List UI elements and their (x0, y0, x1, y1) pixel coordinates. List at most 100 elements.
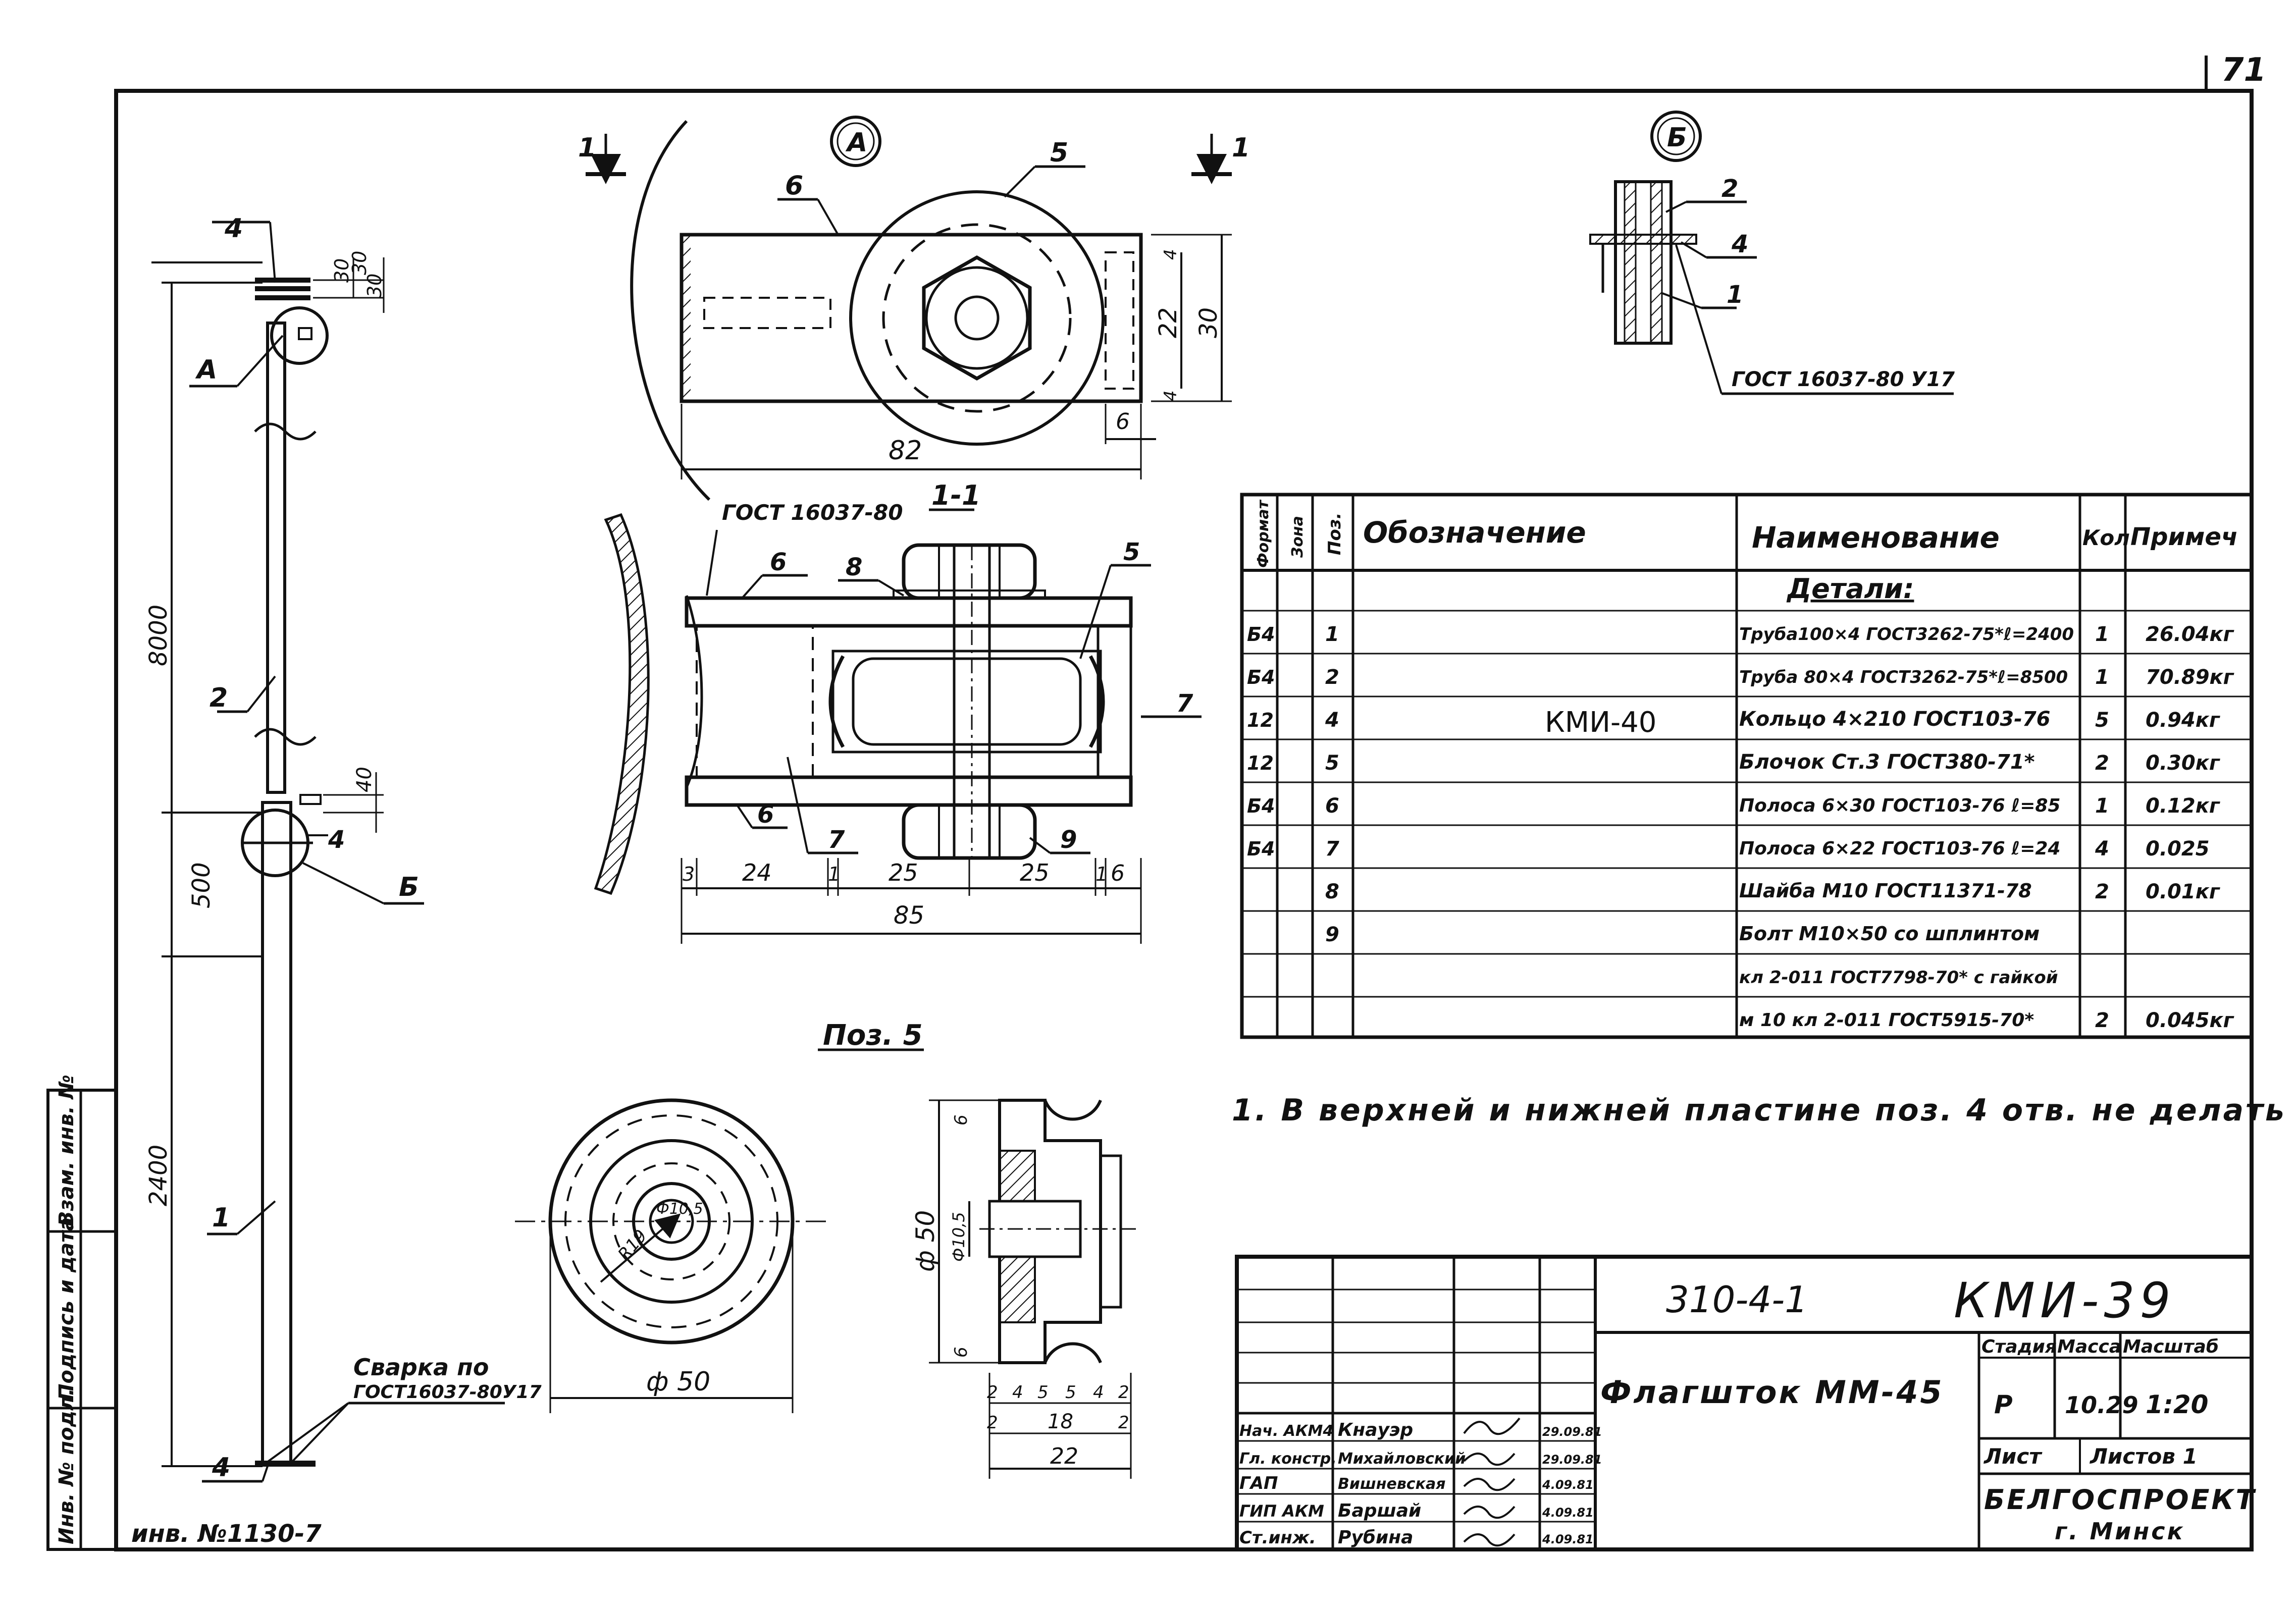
view-b-label: Б (1667, 123, 1687, 153)
svg-text:Кнауэр: Кнауэр (1338, 1420, 1413, 1440)
svg-text:0.94кг: 0.94кг (2146, 709, 2220, 732)
svg-text:ГАП: ГАП (1239, 1473, 1278, 1493)
vb-callout-1: 1 (1727, 281, 1743, 309)
section-mark-left: 1 (578, 133, 596, 163)
view-a-callout-5: 5 (1050, 138, 1068, 168)
tb-series: 310-4-1 (1666, 1278, 1808, 1321)
dim-phi50: ф 50 (646, 1367, 710, 1397)
table-row: Б4 2 Труба 80×4 ГОСТ3262-75*ℓ=8500 1 70.… (1247, 666, 2234, 689)
gost-weld-b: ГОСТ 16037-80 У17 (1732, 368, 1955, 391)
hdr-name: Наименование (1752, 520, 2000, 555)
svg-text:Шайба М10 ГОСТ11371-78: Шайба М10 ГОСТ11371-78 (1739, 880, 2032, 902)
dim-3: 3 (683, 863, 695, 885)
table-row: Б4 7 Полоса 6×22 ГОСТ103-76 ℓ=24 4 0.025 (1247, 837, 2210, 861)
callout-1: 1 (212, 1203, 230, 1233)
dim-25a: 25 (889, 859, 918, 886)
section-title: 1-1 (931, 479, 981, 511)
dim-2b: 2 (1118, 1382, 1129, 1403)
svg-text:2: 2 (2095, 1009, 2109, 1032)
svg-text:5: 5 (2095, 709, 2109, 732)
svg-text:4.09.81: 4.09.81 (1542, 1532, 1594, 1546)
dim-30a: 30 (331, 258, 353, 283)
table-row: 12 5 Блочок Ст.3 ГОСТ380-71* 2 0.30кг (1247, 750, 2220, 775)
svg-text:5: 5 (1325, 752, 1339, 775)
dim-2400: 2400 (144, 1145, 173, 1206)
tb-stage-h: Стадия (1981, 1336, 2057, 1357)
svg-text:4: 4 (1325, 709, 1339, 732)
dim-4a: 4 (1161, 249, 1181, 260)
gost-section: ГОСТ 16037-80 (722, 500, 903, 525)
flagpole-elevation (151, 221, 505, 1483)
svg-text:ГИП АКМ: ГИП АКМ (1239, 1501, 1324, 1521)
dim-phi105: Ф10,5 (656, 1200, 703, 1218)
dim-4d: 4 (1093, 1382, 1104, 1403)
svg-text:12: 12 (1247, 709, 1274, 731)
tb-scale-h: Масштаб (2123, 1336, 2219, 1357)
table-row: 8 Шайба М10 ГОСТ11371-78 2 0.01кг (1325, 880, 2220, 903)
view-b (1589, 111, 1954, 395)
svg-text:Болт М10×50 со шплинтом: Болт М10×50 со шплинтом (1739, 923, 2040, 945)
svg-text:Б4: Б4 (1247, 838, 1275, 860)
dim-30b: 30 (348, 251, 371, 275)
svg-text:7: 7 (1325, 837, 1339, 861)
svg-text:4.09.81: 4.09.81 (1542, 1506, 1594, 1520)
hdr-note: Примеч (2130, 523, 2238, 551)
svg-text:Б4: Б4 (1247, 795, 1275, 817)
svg-text:8: 8 (1325, 880, 1339, 903)
svg-text:м 10 кл 2-011 ГОСТ5915-70*: м 10 кл 2-011 ГОСТ5915-70* (1739, 1010, 2034, 1031)
dim-4b: 4 (1161, 390, 1181, 401)
dim-1: 1 (828, 863, 840, 885)
svg-text:26.04кг: 26.04кг (2146, 623, 2234, 646)
hdr-format: Формат (1255, 499, 1272, 568)
svg-text:Труба100×4 ГОСТ3262-75*ℓ=2400: Труба100×4 ГОСТ3262-75*ℓ=2400 (1739, 624, 2074, 645)
svg-text:70.89кг: 70.89кг (2146, 666, 2234, 689)
svg-text:Б4: Б4 (1247, 623, 1275, 646)
svg-text:12: 12 (1247, 752, 1274, 774)
dim-6: 6 (1116, 409, 1130, 435)
svg-text:2: 2 (1325, 666, 1339, 689)
tb-title: Флагшток ММ-45 (1600, 1374, 1944, 1411)
list-item: ГИП АКМ Баршай 4.09.81 (1239, 1500, 1594, 1521)
dim-6-side-top: 6 (951, 1114, 971, 1125)
tb-org: БЕЛГОСПРОЕКТ (1984, 1484, 2257, 1516)
svg-text:Ст.инж.: Ст.инж. (1239, 1528, 1316, 1548)
spec-designation: КМИ-40 (1545, 706, 1656, 739)
dim-40: 40 (353, 767, 376, 792)
svg-text:Блочок Ст.3 ГОСТ380-71*: Блочок Ст.3 ГОСТ380-71* (1739, 750, 2035, 774)
dim-82: 82 (889, 436, 922, 466)
list-item: Гл. констр. Михайловский 29.09.81 (1239, 1450, 1602, 1468)
svg-text:кл 2-011 ГОСТ7798-70* с гайкой: кл 2-011 ГОСТ7798-70* с гайкой (1739, 968, 2058, 988)
svg-text:1: 1 (2095, 666, 2109, 689)
dim-6-side-bottom: 6 (951, 1347, 971, 1358)
table-row: кл 2-011 ГОСТ7798-70* с гайкой (1739, 968, 2058, 988)
list-item: ГАП Вишневская 4.09.81 (1239, 1473, 1594, 1493)
svg-text:Полоса 6×30 ГОСТ103-76 ℓ=85: Полоса 6×30 ГОСТ103-76 ℓ=85 (1739, 795, 2060, 816)
sec-callout-5: 5 (1123, 538, 1140, 566)
section-mark-right: 1 (1232, 133, 1250, 163)
svg-text:Труба 80×4 ГОСТ3262-75*ℓ=8500: Труба 80×4 ГОСТ3262-75*ℓ=8500 (1739, 667, 2068, 687)
callout-4-top: 4 (224, 213, 243, 244)
dim-5b: 5 (1065, 1382, 1076, 1403)
svg-text:0.045кг: 0.045кг (2146, 1009, 2234, 1032)
svg-text:Кольцо 4×210 ГОСТ103-76: Кольцо 4×210 ГОСТ103-76 (1739, 708, 2050, 731)
dim-6b: 6 (1111, 861, 1125, 886)
detail-a-circle (270, 306, 329, 365)
stamp-sign: Подпись и дата (55, 1217, 78, 1401)
hdr-designation: Обозначение (1363, 515, 1586, 550)
weld-note-1: Сварка по (353, 1354, 489, 1381)
svg-text:Б4: Б4 (1247, 666, 1275, 688)
sheet-number: 71 (2221, 51, 2266, 89)
svg-text:Михайловский: Михайловский (1338, 1450, 1466, 1468)
inventory-number: инв. №1130-7 (131, 1520, 322, 1548)
svg-text:29.09.81: 29.09.81 (1542, 1453, 1602, 1467)
pos5-title: Поз. 5 (823, 1019, 923, 1052)
svg-text:29.09.81: 29.09.81 (1542, 1425, 1602, 1439)
table-row: Б4 6 Полоса 6×30 ГОСТ103-76 ℓ=85 1 0.12к… (1247, 794, 2220, 818)
dim-22b: 22 (1050, 1443, 1078, 1469)
sec-callout-6-top: 6 (770, 548, 787, 576)
svg-text:0.025: 0.025 (2146, 837, 2210, 861)
tb-scale: 1:20 (2146, 1390, 2208, 1419)
tb-city: г. Минск (2055, 1518, 2185, 1545)
svg-text:1: 1 (1325, 623, 1339, 646)
